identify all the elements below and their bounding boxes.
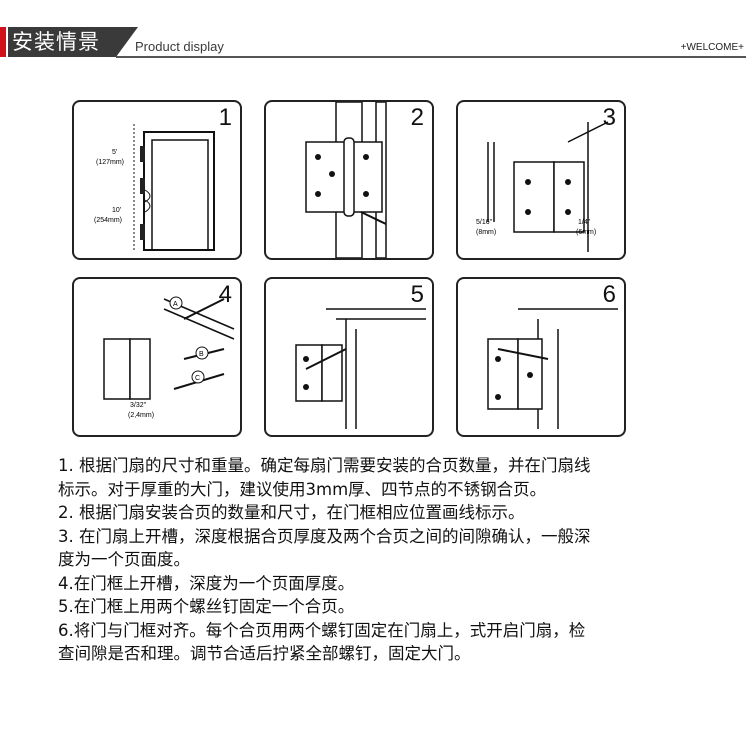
chisel-mortise-diagram: A B C 3/32" (2,4mm) [103,296,235,419]
step-line-4: 3. 在门扇上开槽，深度根据合页厚度及两个合页之间的间隙确认，一般深 [58,526,591,546]
figure-number: 6 [602,281,616,308]
figure-number: 1 [218,104,232,131]
figure-number: 2 [410,104,424,131]
figure-6: 6 [456,277,626,437]
figure-1: 5' (127mm) 10' (254mm) 1 [72,100,242,260]
step-line-6: 4.在门框上开槽，深度为一个页面厚度。 [58,573,355,593]
hinge-leaf-diagram [305,102,387,258]
title-tab-point [116,27,138,57]
dim-label-254mm: (254mm) [94,217,122,224]
header-rule [116,56,746,58]
figure-4: A B C 3/32" (2,4mm) 4 [72,277,242,437]
installation-steps: 1. 根据门扇的尺寸和重量。确定每扇门需要安装的合页数量，并在门扇线 标示。对于… [58,454,718,666]
frame-hinge-mount-diagram [295,308,426,429]
step-line-3: 2. 根据门扇安装合页的数量和尺寸，在门框相应位置画线标示。 [58,503,525,522]
dim-label-8mm: (8mm) [476,229,496,236]
dim-label-5-16in: 5/16" [476,219,493,226]
figure-number: 5 [410,281,424,308]
hinge-clearance-diagram: 5/16" (8mm) 1/4" (6mm) [476,121,609,252]
tool-label-b: B [199,351,204,358]
door-alignment-diagram [487,308,618,429]
figure-number: 3 [602,104,616,131]
section-title: 安装情景 [12,30,100,54]
welcome-text: +WELCOME+ [680,42,744,53]
figure-2: 2 [264,100,434,260]
title-tab [8,27,116,57]
step-line-1: 1. 根据门扇的尺寸和重量。确定每扇门需要安装的合页数量，并在门扇线 [58,456,591,475]
dim-label-10in: 10' [112,207,121,214]
figure-number: 4 [218,281,232,308]
accent-bar [0,27,6,57]
dim-label-3-32in: 3/32" [130,402,147,409]
section-header: 安装情景 Product display +WELCOME+ [0,0,750,70]
tool-label-a: A [173,301,178,308]
dim-label-5in: 5' [112,149,117,156]
dim-label-1-4in: 1/4" [578,219,591,226]
section-subtitle: Product display [135,39,224,54]
dim-label-6mm: (6mm) [576,229,596,236]
step-line-8: 6.将门与门框对齐。每个合页用两个螺钉固定在门扇上，式开启门扇，检 [58,620,586,640]
step-line-7: 5.在门框上用两个螺丝钉固定一个合页。 [58,597,355,616]
figure-5: 5 [264,277,434,437]
step-line-2: 标示。对于厚重的大门，建议使用3mm厚、四节点的不锈钢合页。 [58,479,547,499]
step-line-5: 度为一个页面度。 [58,550,190,569]
step-line-9: 查间隙是否和理。调节合适后拧紧全部螺钉，固定大门。 [58,644,471,663]
dim-label-2-4mm: (2,4mm) [128,412,154,419]
tool-label-c: C [195,375,200,382]
figure-3: 5/16" (8mm) 1/4" (6mm) 3 [456,100,626,260]
door-hinge-placement-diagram: 5' (127mm) 10' (254mm) [94,124,215,252]
dim-label-127mm: (127mm) [96,159,124,166]
